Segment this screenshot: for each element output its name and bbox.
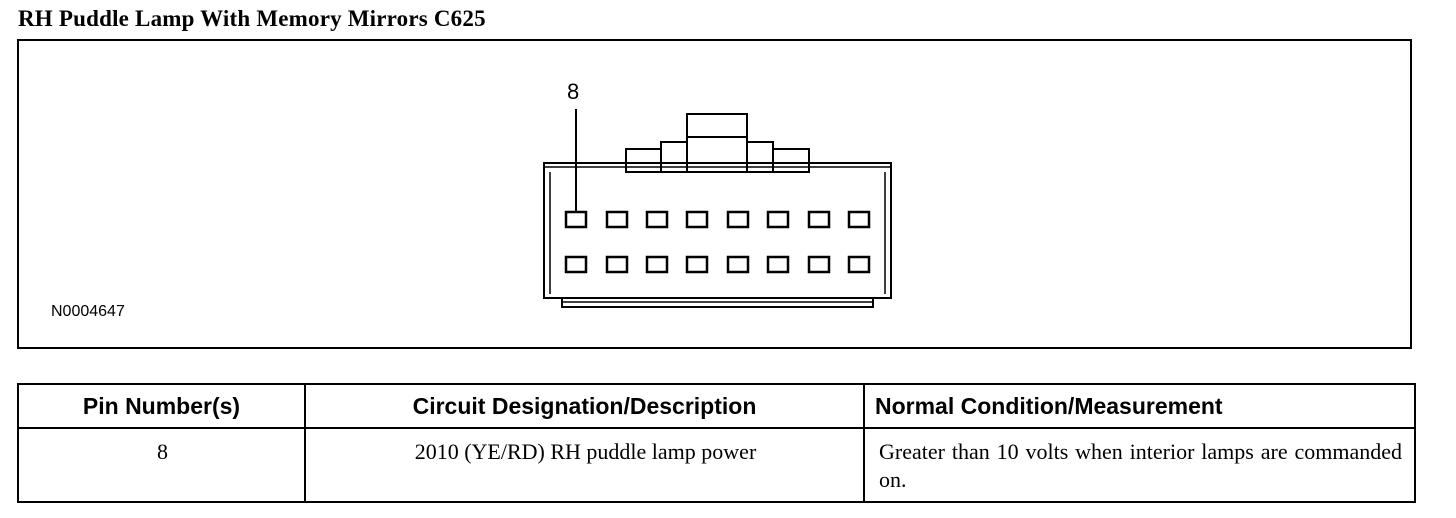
pin-cavity bbox=[847, 210, 871, 229]
pin-cavity bbox=[645, 255, 669, 274]
condition-cell: Greater than 10 volts when interior lamp… bbox=[863, 427, 1416, 503]
pin-cavity bbox=[685, 255, 709, 274]
connector-diagram: 8 N0004647 bbox=[17, 39, 1412, 349]
circuit-description-cell: 2010 (YE/RD) RH puddle lamp power bbox=[304, 427, 865, 503]
column-header-condition: Normal Condition/Measurement bbox=[863, 383, 1416, 429]
pin-cavity-8 bbox=[564, 210, 588, 229]
pin-cavity bbox=[605, 210, 629, 229]
connector-housing bbox=[543, 162, 892, 299]
pin-cavity bbox=[766, 255, 790, 274]
connector-top-latch bbox=[686, 113, 748, 138]
pin-cavity bbox=[726, 255, 750, 274]
pin-cavity bbox=[564, 255, 588, 274]
connector-face-view bbox=[543, 109, 892, 308]
table-row: 8 2010 (YE/RD) RH puddle lamp power Grea… bbox=[17, 427, 1416, 503]
pin-cavity bbox=[847, 255, 871, 274]
connector-top-tab-right-outer bbox=[772, 148, 810, 173]
pin-cavity bbox=[726, 210, 750, 229]
column-header-circuit: Circuit Designation/Description bbox=[304, 383, 865, 429]
table-header-row: Pin Number(s) Circuit Designation/Descri… bbox=[17, 383, 1416, 429]
pin-callout-label: 8 bbox=[567, 79, 580, 104]
pin-number-cell: 8 bbox=[17, 427, 306, 503]
pin-cavity bbox=[685, 210, 709, 229]
pin-cavity bbox=[766, 210, 790, 229]
page-title: RH Puddle Lamp With Memory Mirrors C625 bbox=[18, 6, 486, 31]
pin-cavity bbox=[645, 210, 669, 229]
diagram-code: N0004647 bbox=[51, 303, 125, 320]
connector-top-tab-left-outer bbox=[625, 148, 662, 173]
pin-cavity bbox=[807, 255, 831, 274]
pin-cavity bbox=[605, 255, 629, 274]
column-header-pin: Pin Number(s) bbox=[17, 383, 306, 429]
pin-cavity bbox=[807, 210, 831, 229]
pin-table: Pin Number(s) Circuit Designation/Descri… bbox=[17, 383, 1416, 503]
